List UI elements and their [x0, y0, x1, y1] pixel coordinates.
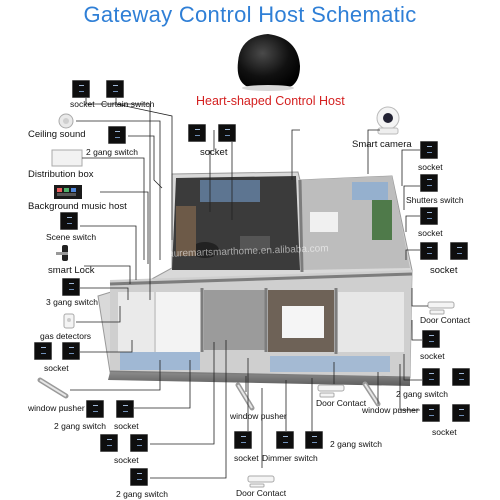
- socket-label-top-mid: socket: [200, 147, 228, 158]
- background-music-host-label: Background music host: [28, 201, 127, 212]
- socket-label-r4: socket: [420, 351, 445, 361]
- socket-panel-left-1: [34, 342, 52, 360]
- two-gang-switch-panel-bl: [86, 400, 104, 418]
- door-contact-label-bottom: Door Contact: [236, 488, 287, 498]
- shutters-switch-label: Shutters switch: [406, 195, 464, 205]
- two-gang-switch-panel-r-2: [452, 368, 470, 386]
- smart-camera-device: [376, 106, 400, 135]
- gas-detector-device: [63, 313, 75, 329]
- distribution-box-label: Distribution box: [28, 169, 94, 180]
- door-contact-label-right: Door Contact: [420, 315, 471, 325]
- smart-lock-device: [56, 245, 68, 261]
- curtain-switch-label: Curtain switch: [101, 99, 155, 109]
- two-gang-switch-label-bm: 2 gang switch: [330, 439, 382, 449]
- smart-camera-label: Smart camera: [352, 139, 412, 150]
- control-host-device: [237, 34, 300, 91]
- socket-label-left: socket: [44, 363, 69, 373]
- two-gang-switch-label-top: 2 gang switch: [86, 147, 138, 157]
- dimmer-switch-label: Dimmer switch: [262, 453, 318, 463]
- socket-label-r5: socket: [432, 427, 457, 437]
- socket-label-r3: socket: [430, 265, 458, 276]
- socket-panel-bl: [116, 400, 134, 418]
- three-gang-switch-label: 3 gang switch: [46, 297, 98, 307]
- socket-panel-bl2-2: [130, 434, 148, 452]
- control-host-label: Heart-shaped Control Host: [196, 94, 345, 108]
- two-gang-switch-label-r: 2 gang switch: [396, 389, 448, 399]
- connector-lines: [70, 92, 428, 479]
- smart-lock-label: smart Lock: [48, 265, 95, 276]
- dimmer-switch-panel: [276, 431, 294, 449]
- socket-panel-r3-2: [450, 242, 468, 260]
- socket-label-bl2: socket: [114, 455, 139, 465]
- door-contact-label-mid: Door Contact: [316, 398, 367, 408]
- window-pusher-device-mid: [235, 382, 255, 411]
- socket-panel-r2: [420, 207, 438, 225]
- socket-label-r2: socket: [418, 228, 443, 238]
- music-host-device: [54, 185, 82, 199]
- socket-panel-r5-2: [452, 404, 470, 422]
- door-contact-device-mid: [317, 384, 345, 398]
- socket-label-bl: socket: [114, 421, 139, 431]
- socket-panel-left-2: [62, 342, 80, 360]
- door-contact-device-right: [427, 301, 455, 315]
- socket-label-bm: socket: [234, 453, 259, 463]
- window-pusher-device-right: [362, 381, 381, 407]
- two-gang-switch-panel-bm: [305, 431, 323, 449]
- house-floorplan: [97, 171, 413, 386]
- socket-panel-top-mid-2: [218, 124, 236, 142]
- socket-panel-bm: [234, 431, 252, 449]
- socket-panel-r5-1: [422, 404, 440, 422]
- socket-panel-top-mid-1: [188, 124, 206, 142]
- socket-label-tl: socket: [70, 99, 95, 109]
- ceiling-speaker-device: [58, 113, 74, 129]
- two-gang-switch-label-bl: 2 gang switch: [54, 421, 106, 431]
- door-contact-device-bottom: [247, 475, 275, 488]
- window-pusher-label-mid: window pusher: [230, 411, 287, 421]
- scene-switch-label: Scene switch: [46, 232, 97, 242]
- curtain-switch-panel: [106, 80, 124, 98]
- distribution-box-device: [51, 149, 83, 167]
- shutters-switch-panel: [420, 174, 438, 192]
- socket-panel-bl2-1: [100, 434, 118, 452]
- socket-panel-r3-1: [420, 242, 438, 260]
- window-pusher-label-right: window pusher: [362, 405, 419, 415]
- three-gang-switch-panel: [62, 278, 80, 296]
- two-gang-switch-panel-bottom: [130, 468, 148, 486]
- two-gang-switch-panel-top: [108, 126, 126, 144]
- ceiling-sound-label: Ceiling sound: [28, 129, 86, 140]
- window-pusher-label-left: window pusher: [28, 403, 85, 413]
- gas-detectors-label: gas detectors: [40, 331, 92, 341]
- scene-switch-panel: [60, 212, 78, 230]
- window-pusher-device-left: [37, 377, 69, 399]
- page-title: Gateway Control Host Schematic: [83, 2, 417, 27]
- two-gang-switch-panel-r-1: [422, 368, 440, 386]
- socket-panel-tl: [72, 80, 90, 98]
- socket-panel-r4: [422, 330, 440, 348]
- socket-panel-r1: [420, 141, 438, 159]
- two-gang-switch-label-bottom: 2 gang switch: [116, 489, 168, 499]
- socket-label-r1: socket: [418, 162, 443, 172]
